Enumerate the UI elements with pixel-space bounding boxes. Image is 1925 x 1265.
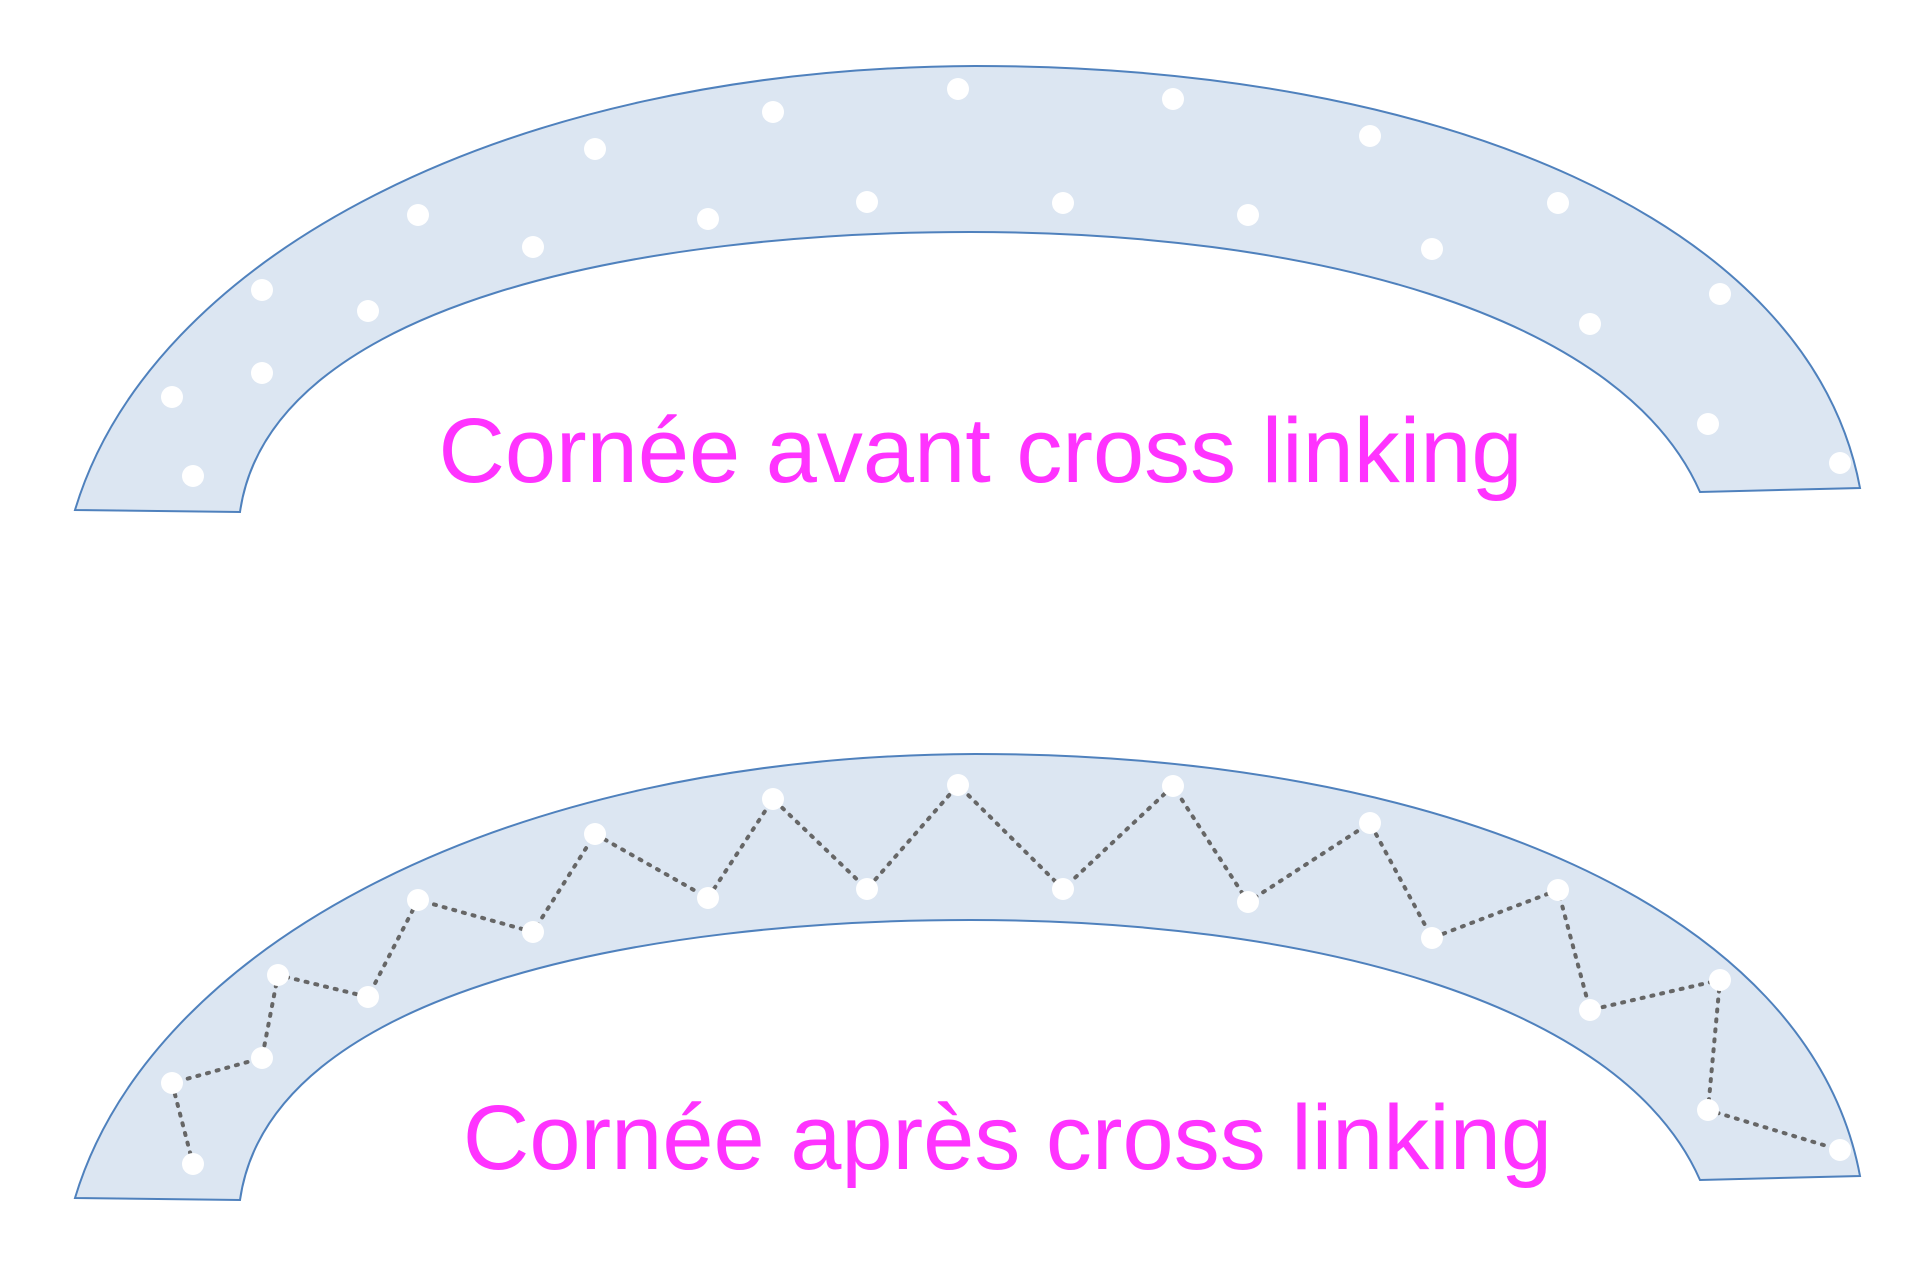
crosslinked-fiber-dot: [1709, 969, 1731, 991]
fiber-dot: [1829, 452, 1851, 474]
crosslinked-fiber-dot: [161, 1072, 183, 1094]
crosslinked-fiber-dot: [584, 823, 606, 845]
fiber-dot: [1697, 413, 1719, 435]
fiber-dot: [856, 191, 878, 213]
crosslinked-fiber-dot: [1237, 891, 1259, 913]
fiber-dot: [161, 386, 183, 408]
fiber-dot: [697, 208, 719, 230]
fiber-dots-before: [161, 78, 1851, 487]
crosslinked-fiber-dot: [1359, 812, 1381, 834]
fiber-dot: [1421, 238, 1443, 260]
crosslinked-fiber-dot: [1697, 1099, 1719, 1121]
fiber-dot: [762, 101, 784, 123]
crosslinked-fiber-dot: [1421, 927, 1443, 949]
fiber-dot: [1359, 125, 1381, 147]
crosslinked-fiber-dot: [357, 986, 379, 1008]
fiber-dot: [182, 465, 204, 487]
fiber-dot: [1237, 204, 1259, 226]
crosslinked-fiber-dot: [522, 921, 544, 943]
crosslinked-fiber-dot: [1547, 879, 1569, 901]
crosslinked-fiber-dot: [1829, 1139, 1851, 1161]
fiber-dot: [1709, 283, 1731, 305]
crosslinked-fiber-dot: [1052, 878, 1074, 900]
fiber-dot: [1579, 313, 1601, 335]
cornea-before-shape: [73, 64, 1862, 514]
crosslinked-fiber-dot: [182, 1153, 204, 1175]
label-after-crosslinking: Cornée après cross linking: [462, 1087, 1553, 1189]
cornea-after-shape: [73, 752, 1862, 1202]
crosslinked-fiber-dot: [762, 788, 784, 810]
crosslinked-fiber-dot: [697, 887, 719, 909]
fiber-dot: [251, 362, 273, 384]
crosslinked-fiber-dot: [1579, 999, 1601, 1021]
crosslinked-fiber-dot: [1162, 775, 1184, 797]
fiber-dot: [357, 300, 379, 322]
fiber-dot: [1547, 192, 1569, 214]
crosslinked-fiber-dot: [251, 1047, 273, 1069]
fiber-dot: [522, 236, 544, 258]
fiber-dot: [1162, 88, 1184, 110]
crosslinked-fiber-dot: [856, 878, 878, 900]
fiber-dot: [947, 78, 969, 100]
label-before-crosslinking: Cornée avant cross linking: [438, 400, 1523, 502]
fiber-dot: [407, 204, 429, 226]
crosslinked-fiber-dot: [267, 964, 289, 986]
fiber-dots-after: [161, 774, 1851, 1175]
crosslinked-fiber-dot: [947, 774, 969, 796]
fiber-dot: [584, 138, 606, 160]
fiber-dot: [251, 279, 273, 301]
fiber-dot: [1052, 192, 1074, 214]
crosslinked-fiber-dot: [407, 889, 429, 911]
